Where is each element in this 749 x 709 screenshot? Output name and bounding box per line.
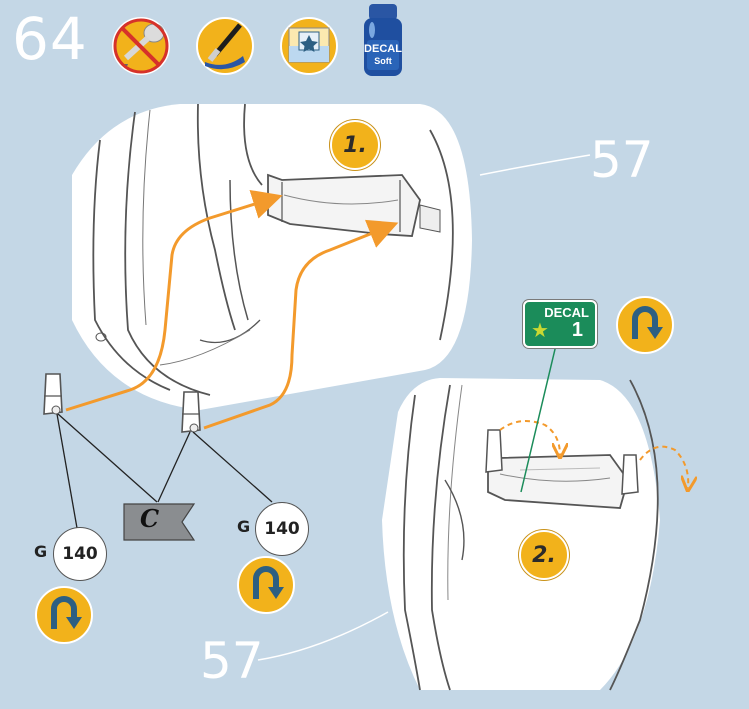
- tool-icons: [113, 4, 402, 76]
- decal-water-icon: [281, 18, 337, 74]
- step-badge-2: 2.: [519, 530, 569, 580]
- part-reference-57-top: 57: [590, 135, 654, 185]
- decal-tag-number: 1: [572, 319, 583, 342]
- clip-part-right: [182, 392, 200, 432]
- rotate-icon: [36, 587, 92, 643]
- decal-tag-label: DECAL: [544, 305, 589, 320]
- step1-vignette: [72, 104, 472, 410]
- leader-line-57-bottom: [258, 612, 388, 660]
- part-sprue-letter-left: G: [34, 542, 47, 561]
- part-reference-57-bottom: 57: [200, 636, 264, 686]
- decal-bottle-line1: DECAL: [363, 44, 403, 55]
- no-glue-icon: [113, 18, 169, 74]
- step-number: 64: [12, 10, 88, 68]
- leader-line-57-top: [480, 155, 590, 175]
- part-sprue-letter-right: G: [237, 517, 250, 536]
- decal-tag: ★ DECAL 1: [523, 300, 597, 348]
- decal-bottle-line2: Soft: [363, 57, 403, 66]
- rotate-icon: [617, 297, 673, 353]
- step-badge-1: 1.: [330, 120, 380, 170]
- clip-part-left: [44, 374, 62, 414]
- part-number-badge-left: 140: [53, 527, 107, 581]
- flag-label: C: [140, 504, 159, 533]
- star-icon: ★: [531, 318, 549, 343]
- rotate-icon: [238, 557, 294, 613]
- part-number-badge-right: 140: [255, 502, 309, 556]
- paint-brush-icon: [197, 18, 253, 74]
- decal-bottle-label: DECAL Soft: [363, 44, 403, 66]
